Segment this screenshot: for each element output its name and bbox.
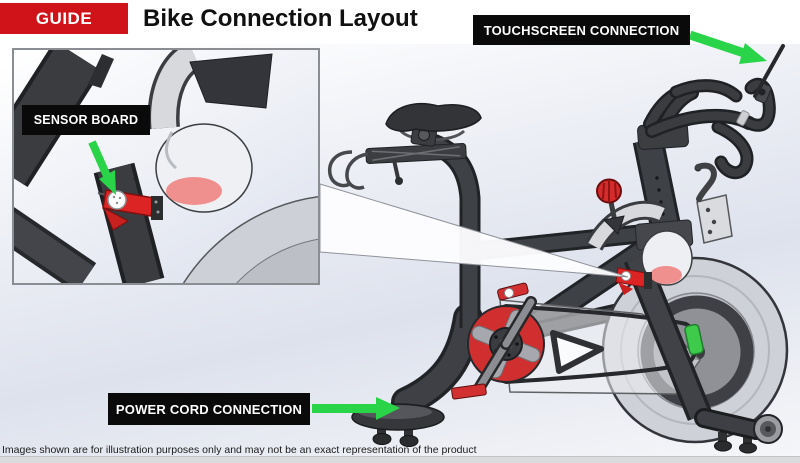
power-cord-connection-label: POWER CORD CONNECTION xyxy=(108,393,310,425)
sensor-inset-illustration xyxy=(14,50,318,283)
handlebar-ring xyxy=(736,110,750,126)
sensor-area xyxy=(615,230,693,295)
bike xyxy=(327,44,789,454)
battery-module xyxy=(684,323,704,356)
bottom-strip xyxy=(0,456,800,463)
rear-stabilizer xyxy=(351,303,483,447)
disclaimer-text: Images shown are for illustration purpos… xyxy=(2,444,477,456)
guide-badge: GUIDE xyxy=(0,3,128,34)
handlebar-assembly xyxy=(596,44,785,235)
inset-fender xyxy=(182,196,318,283)
inset-pink-highlight xyxy=(166,177,222,205)
power-cord-arrow-icon xyxy=(312,397,400,420)
callout-wedge xyxy=(319,183,629,278)
page-title: Bike Connection Layout xyxy=(143,4,418,32)
guard-cutout xyxy=(550,330,604,374)
rear-foot-stem xyxy=(377,428,386,438)
sensor-arrow-icon xyxy=(88,140,116,195)
touchscreen-connection-label: TOUCHSCREEN CONNECTION xyxy=(473,15,690,45)
front-stabilizer xyxy=(694,408,783,454)
adjustment-lever xyxy=(695,162,717,202)
silver-bracket xyxy=(696,194,733,244)
bottle-cage xyxy=(327,150,353,188)
left-pedal xyxy=(451,383,487,400)
sensor-board-label: SENSOR BOARD xyxy=(22,105,150,135)
touchscreen-arrow-icon xyxy=(688,30,767,64)
pedals xyxy=(451,282,537,400)
inset-sensor-board xyxy=(97,177,163,231)
seat-assembly xyxy=(327,103,482,190)
sensor-detail-inset: SENSOR BOARD xyxy=(12,48,320,285)
saddle xyxy=(385,103,482,132)
touchscreen-mount-mast xyxy=(753,44,785,98)
